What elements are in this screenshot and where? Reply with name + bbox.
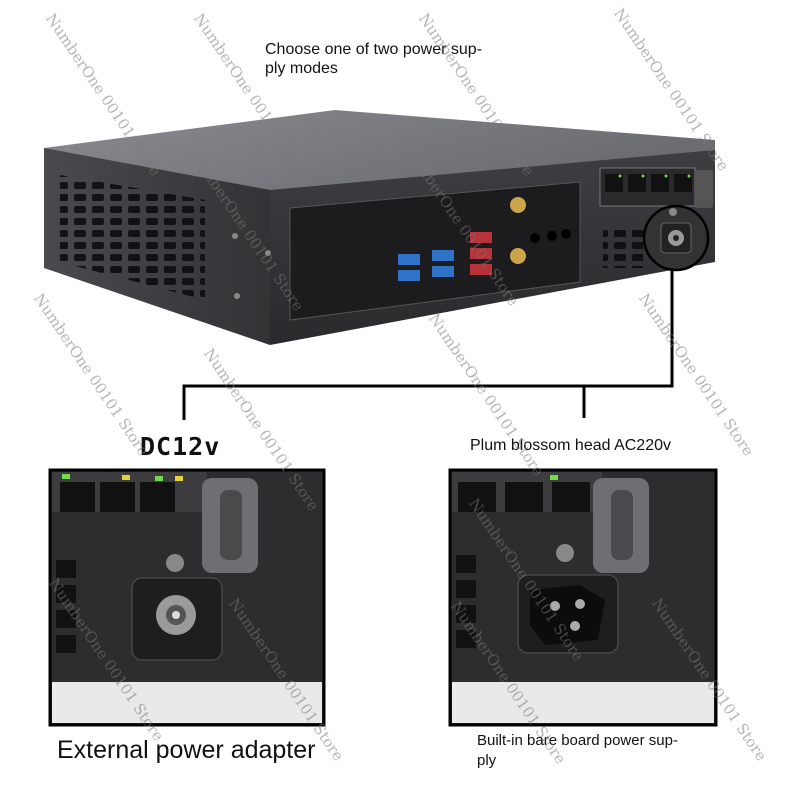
ac-closeup-image xyxy=(448,468,718,727)
external-adapter-caption: External power adapter xyxy=(57,736,316,764)
power-mode-caption: Choose one of two power sup- ply modes xyxy=(265,41,483,77)
builtin-supply-caption: Built-in bare board power sup- ply xyxy=(477,732,678,769)
dc12v-label: DC12v xyxy=(140,432,221,461)
mini-pc-chassis xyxy=(44,110,715,345)
ac220v-label: Plum blossom head AC220v xyxy=(470,437,671,454)
connector-lines xyxy=(182,268,674,420)
dc-closeup-image xyxy=(48,468,326,727)
